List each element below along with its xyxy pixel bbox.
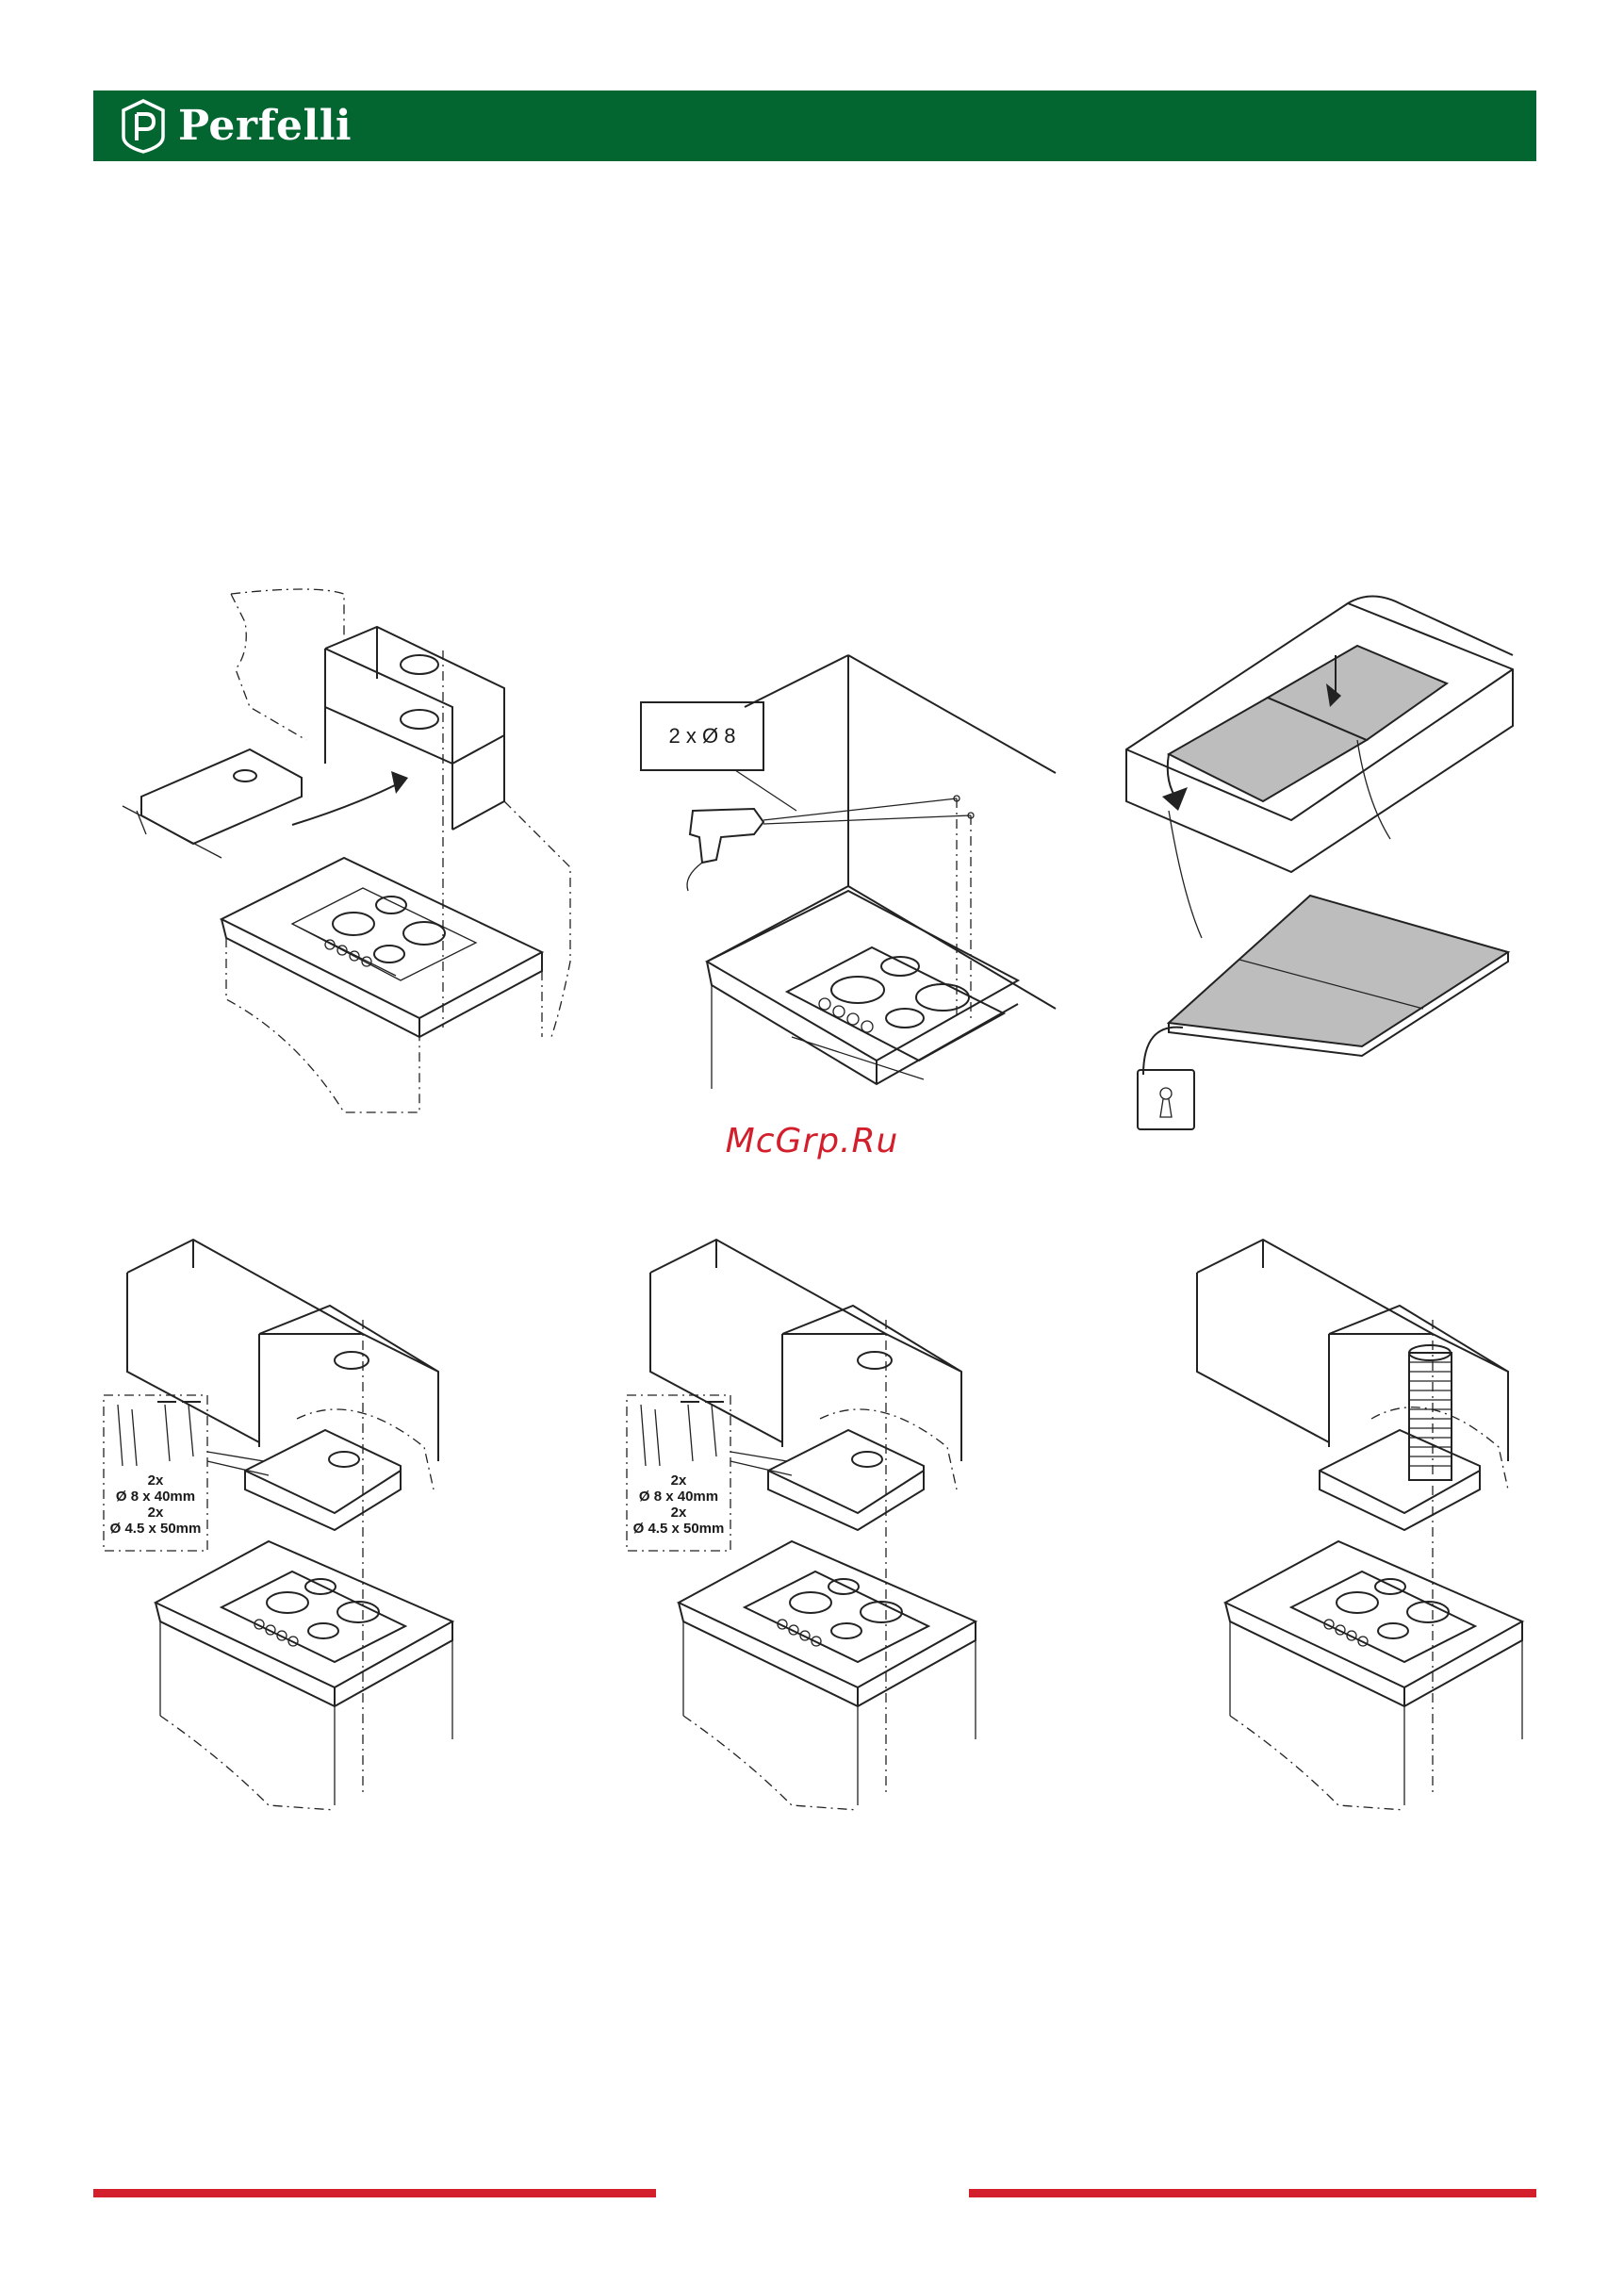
- footer-line-right: [969, 2189, 1536, 2197]
- watermark: McGrp.Ru: [0, 1122, 1624, 1160]
- screw-size-1: Ø 8 x 40mm: [116, 1489, 195, 1505]
- screw-count-2: 2x: [148, 1505, 164, 1521]
- screw-count-1: 2x: [148, 1473, 164, 1489]
- figure-duct-connection: [1169, 1230, 1546, 1815]
- brand-header: Perfelli: [93, 90, 1536, 161]
- screw-size-2: Ø 4.5 x 50mm: [633, 1521, 725, 1537]
- figure-mount-screws-b: 2x Ø 8 x 40mm 2x Ø 4.5 x 50mm: [622, 1230, 999, 1815]
- drill-callout-text: 2 x Ø 8: [669, 724, 736, 748]
- figure-mount-screws-a: 2x Ø 8 x 40mm 2x Ø 4.5 x 50mm: [99, 1230, 476, 1815]
- screw-count-1: 2x: [671, 1473, 687, 1489]
- brand-name: Perfelli: [178, 102, 352, 150]
- figure-drill-wall: 2 x Ø 8: [622, 641, 1074, 1122]
- perfelli-logo-icon: [120, 99, 167, 154]
- footer-line-left: [93, 2189, 656, 2197]
- screw-size-1: Ø 8 x 40mm: [639, 1489, 718, 1505]
- screw-size-2: Ø 4.5 x 50mm: [110, 1521, 202, 1537]
- figure-remove-filters: [1117, 584, 1532, 1131]
- screw-count-2: 2x: [671, 1505, 687, 1521]
- figure-insert-hood: [108, 584, 580, 1122]
